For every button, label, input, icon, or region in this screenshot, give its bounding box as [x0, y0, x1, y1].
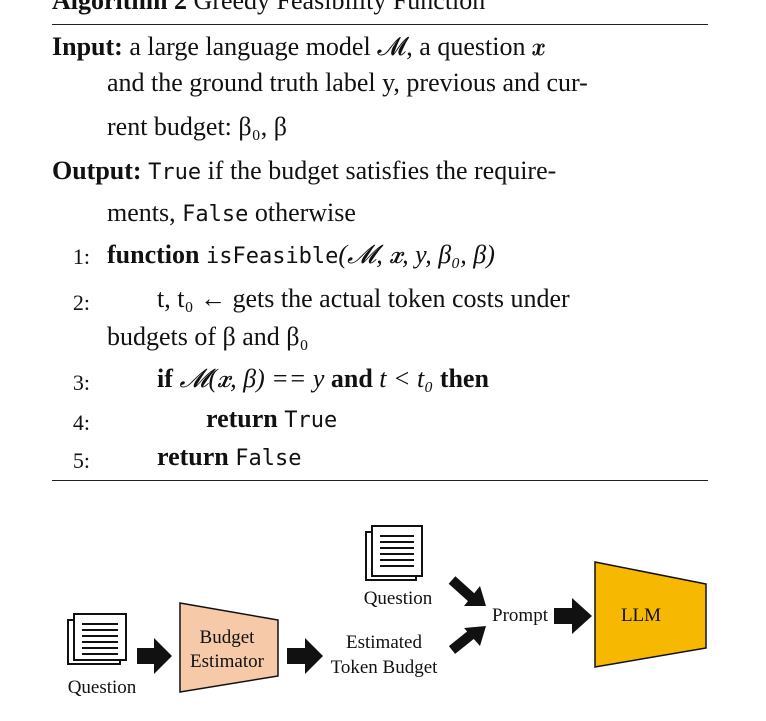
top-rule	[52, 24, 708, 25]
output-text-1: if the budget satisfies the require-	[207, 156, 557, 185]
output-text-2b: otherwise	[254, 198, 356, 227]
function-name: isFeasible	[205, 244, 339, 269]
return-false: False	[235, 446, 302, 471]
question-label-top: Question	[364, 588, 433, 609]
return-true: True	[284, 408, 338, 433]
output-line-2: ments, False otherwise	[107, 196, 356, 232]
keyword-return: return	[206, 404, 278, 433]
algo-line-2-cont: budgets of β and β₀	[107, 322, 309, 351]
document-icon	[67, 613, 127, 665]
input-line-1: Input: a large language model 𝓜, a quest…	[52, 30, 545, 64]
algo-line-2: t, t₀ ← gets the actual token costs unde…	[157, 284, 570, 313]
condition-2: t < t₀	[379, 364, 434, 393]
keyword-and: and	[330, 364, 373, 393]
output-text-2a: ments,	[107, 198, 176, 227]
arrow-icon	[137, 638, 172, 674]
function-args: (𝓜, 𝒙, y, β₀, β)	[338, 240, 495, 269]
output-true: True	[148, 160, 202, 185]
input-text-1: a large language model 𝓜, a question 𝒙	[129, 32, 545, 61]
line-number: 1:	[72, 244, 90, 269]
budget-estimator-line2: Estimator	[190, 651, 265, 672]
keyword-if: if	[157, 364, 173, 393]
keyword-return: return	[157, 442, 229, 471]
arrow-icon	[448, 626, 486, 654]
input-label: Input:	[52, 32, 123, 61]
algorithm-title: Algorithm 2 Greedy Feasibility Function	[52, 0, 485, 16]
pipeline-diagram: Question Budget Estimator Estimated Toke…	[67, 525, 707, 698]
algorithm-name: Greedy Feasibility Function	[193, 0, 486, 15]
llm-shape	[594, 561, 707, 668]
output-line-1: Output: True if the budget satisfies the…	[52, 154, 556, 190]
line-number: 2:	[72, 290, 90, 315]
algo-line-5: return False	[157, 440, 301, 476]
estimated-line2: Token Budget	[331, 657, 439, 678]
input-line-2: and the ground truth label y, previous a…	[107, 68, 588, 97]
llm-label: LLM	[621, 605, 661, 626]
bottom-rule	[52, 480, 708, 481]
budget-estimator-shape	[179, 602, 279, 693]
condition-1: 𝓜(𝒙, β) == y	[179, 364, 325, 393]
budget-estimator-line1: Budget	[200, 627, 256, 648]
output-false: False	[182, 202, 249, 227]
algo-line-4: return True	[206, 402, 337, 438]
algo-line-3: if 𝓜(𝒙, β) == y and t < t₀ then	[157, 362, 489, 396]
arrow-icon	[554, 598, 592, 634]
keyword-function: function	[107, 240, 200, 269]
prompt-label: Prompt	[492, 605, 549, 626]
document-icon	[365, 525, 423, 581]
line-number: 4:	[72, 410, 90, 435]
algorithm-number: Algorithm 2	[52, 0, 188, 15]
algo-line-1: function isFeasible(𝓜, 𝒙, y, β₀, β)	[107, 238, 495, 274]
estimated-line1: Estimated	[346, 632, 422, 653]
input-line-3: rent budget: β₀, β	[107, 112, 287, 141]
arrow-icon	[448, 576, 486, 606]
line-number: 5:	[72, 448, 90, 473]
arrow-icon	[287, 638, 323, 674]
keyword-then: then	[439, 364, 489, 393]
line-number: 3:	[72, 370, 90, 395]
output-label: Output:	[52, 156, 142, 185]
question-label-left: Question	[68, 677, 137, 698]
